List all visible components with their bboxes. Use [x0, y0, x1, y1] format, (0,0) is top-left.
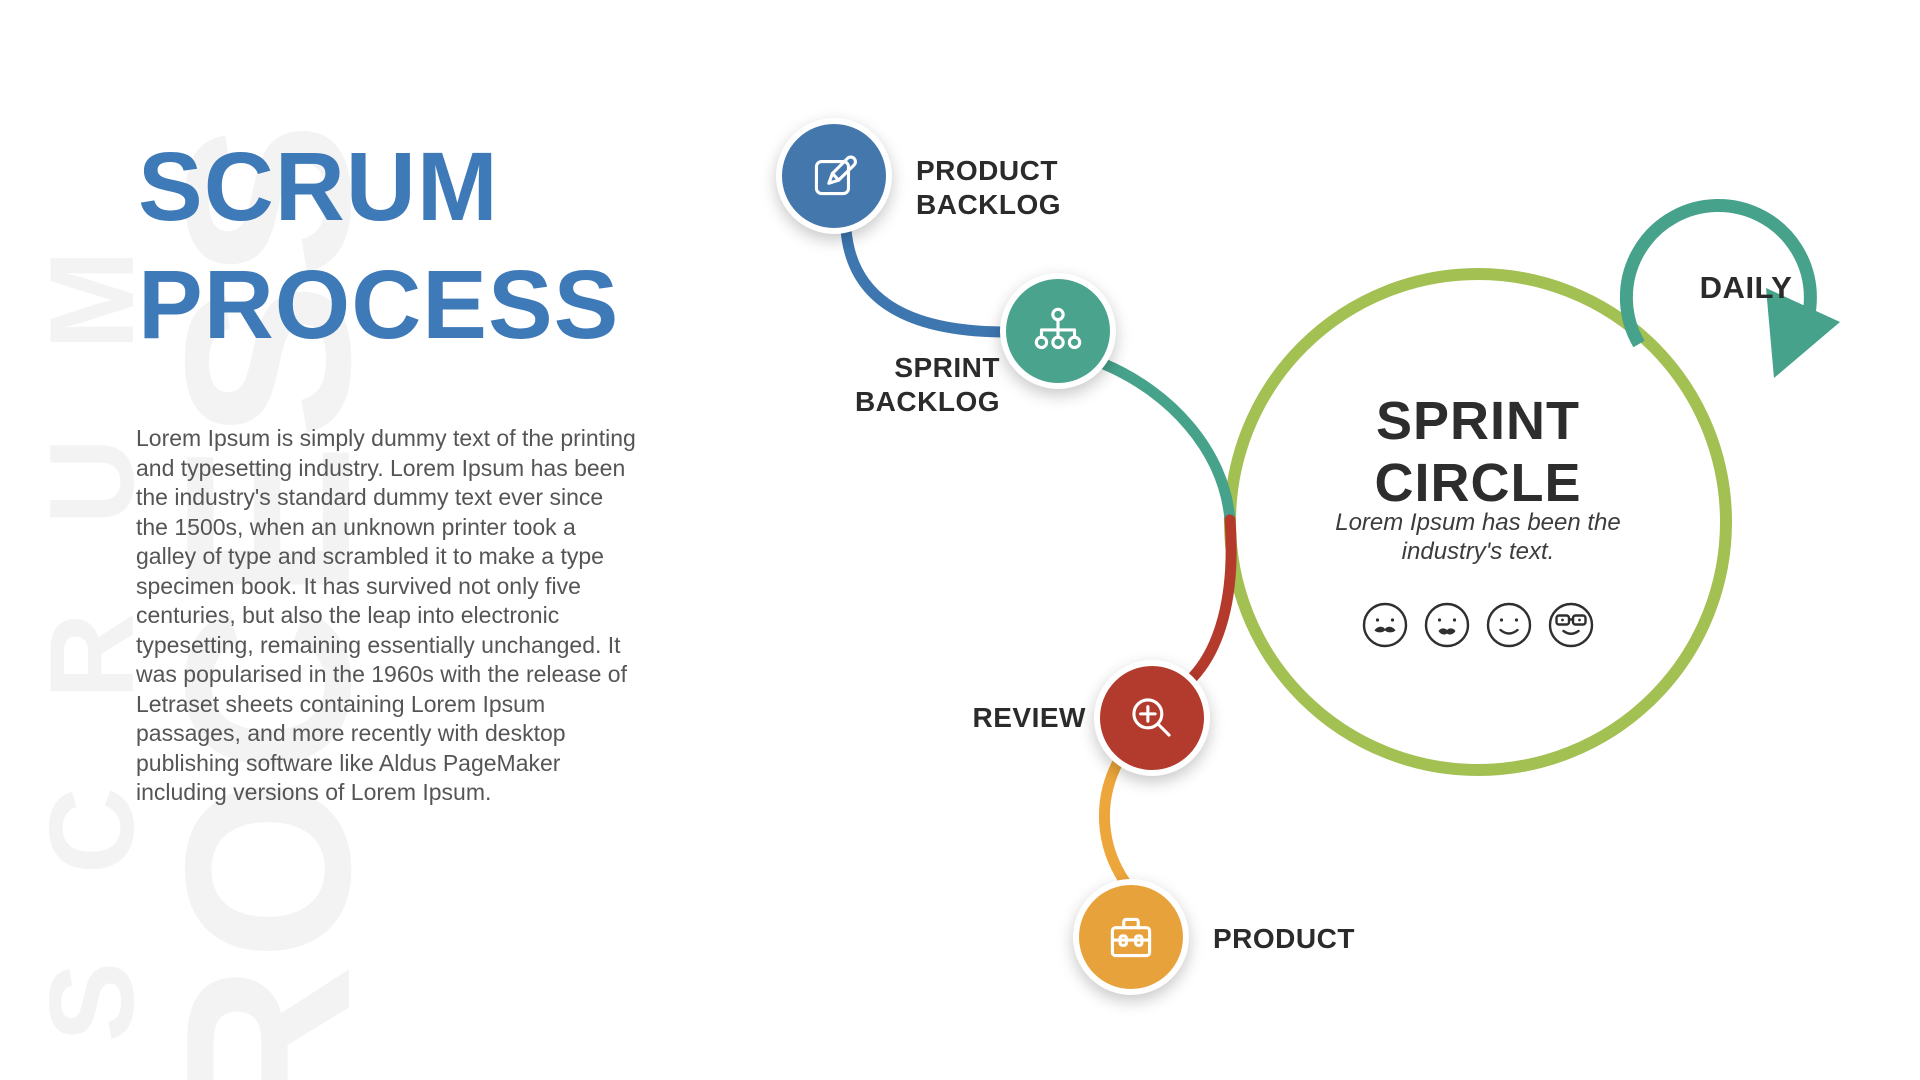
product-backlog-label: PRODUCT BACKLOG [916, 154, 1061, 222]
smile-face-icon [1486, 602, 1532, 648]
team-faces [1360, 600, 1596, 650]
sprint-circle-title-line2: CIRCLE [1374, 453, 1582, 513]
sprint-circle-subtitle: Lorem Ipsum has been the industry's text… [1335, 509, 1621, 565]
review-node [1094, 660, 1210, 776]
daily-loop-arc [1619, 199, 1817, 348]
connector-orange [1099, 756, 1131, 888]
sprint-circle-title-line1: SPRINT [1375, 391, 1581, 451]
connector-red [1187, 514, 1237, 683]
product-backlog-node [776, 118, 892, 234]
product-backlog-label-line2: BACKLOG [916, 189, 1062, 220]
sprint-circle-title: SPRINT CIRCLE [1278, 390, 1678, 514]
briefcase-icon [1110, 917, 1152, 958]
page-title: SCRUM PROCESS [138, 128, 619, 364]
sprint-backlog-label-line1: SPRINT [894, 352, 1000, 383]
mustache-face-icon [1362, 602, 1408, 648]
product-label: PRODUCT [1213, 923, 1355, 954]
page-title-line2: PROCESS [138, 250, 620, 359]
sprint-backlog-label-line2: BACKLOG [854, 386, 1000, 417]
connector-blue [840, 224, 1008, 338]
daily-label: DAILY [1699, 270, 1793, 305]
sprint-backlog-node [1000, 273, 1116, 389]
magnifier-plus-icon [1132, 698, 1171, 737]
page-title-line1: SCRUM [138, 132, 499, 241]
hierarchy-icon [1034, 307, 1082, 350]
glasses-face-icon [1548, 602, 1594, 648]
connector-teal [1098, 358, 1236, 526]
product-node [1073, 879, 1189, 995]
lips-face-icon [1424, 602, 1470, 648]
intro-paragraph: Lorem Ipsum is simply dummy text of the … [136, 425, 636, 805]
sprint-backlog-label: SPRINT BACKLOG [855, 351, 1000, 419]
product-backlog-label-line1: PRODUCT [916, 155, 1058, 186]
review-label: REVIEW [972, 702, 1086, 733]
daily-arrowhead [1766, 288, 1840, 378]
edit-icon [814, 155, 857, 196]
